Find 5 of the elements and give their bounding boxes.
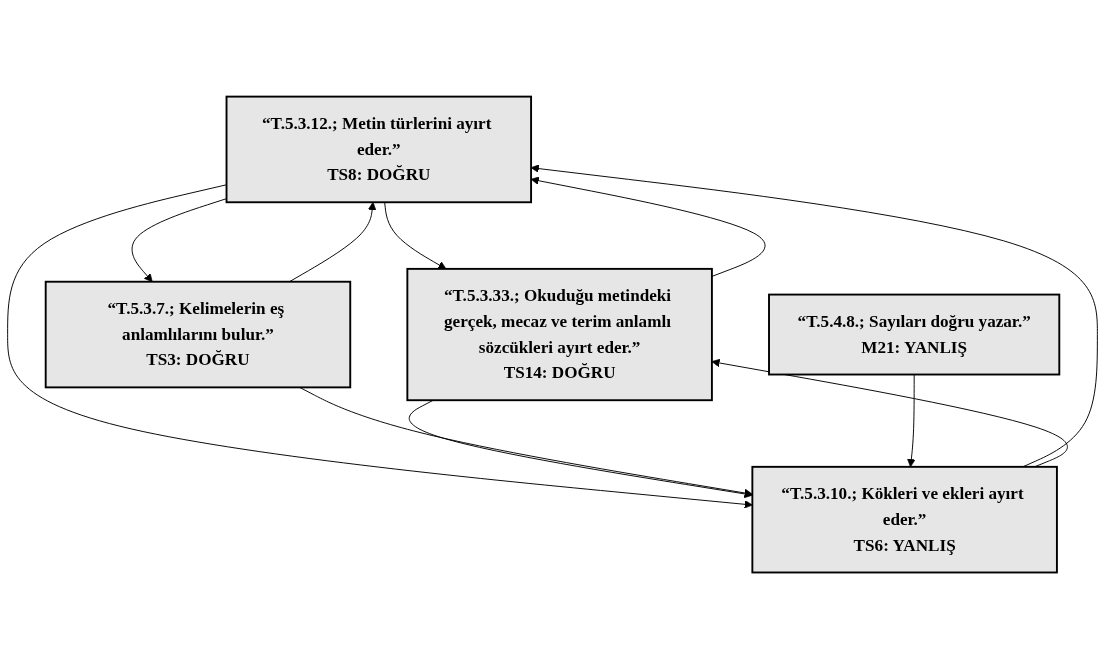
node-box: “T.5.4.8.; Sayıları doğru yazar.” M21: YANLIŞ <box>768 294 1061 376</box>
node-box: “T.5.3.12.; Metin türlerini ayırt eder.” TS8: DOĞRU <box>225 96 533 204</box>
node-box: “T.5.3.7.; Kelimelerin eş anlamlılarını bulur.” TS3: DOĞRU <box>44 281 352 389</box>
node-box: “T.5.3.10.; Kökleri ve ekleri ayırt eder.” TS6: YANLIŞ <box>751 466 1058 574</box>
node-box: “T.5.3.33.; Okuduğu metindeki gerçek, mecaz ve terim anlamlı sözcükleri ayırt eder.” TS14: DOĞRU <box>406 268 713 402</box>
